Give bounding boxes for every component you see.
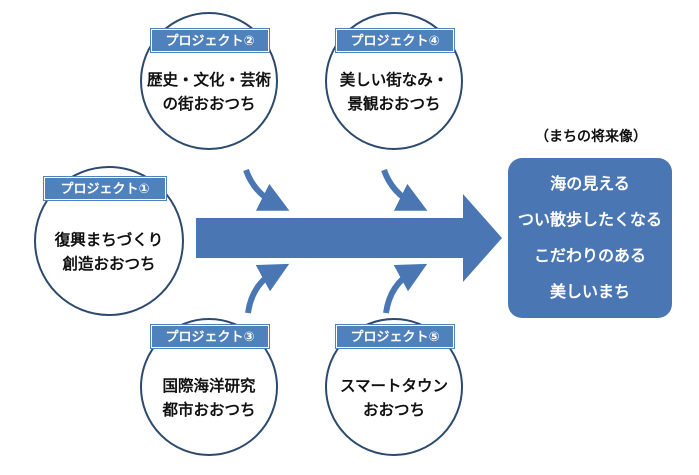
future-line-2: つい散歩したくなる <box>517 210 662 229</box>
project-1-line-2: 創造おおつち <box>62 255 156 273</box>
project-2-line-1: 歴史・文化・芸術 <box>146 71 271 89</box>
project-4-line-2: 景観おおつち <box>347 95 441 113</box>
connector-arrow-project-3 <box>245 263 290 314</box>
project-3-line-1: 国際海洋研究 <box>162 377 256 395</box>
connector-arrow-project-5 <box>383 263 428 314</box>
future-line-3: こだわりのある <box>533 246 646 265</box>
project-5-line-2: おおつち <box>362 401 425 419</box>
project-5-line-1: スマートタウン <box>339 377 449 395</box>
project-1-label: プロジェクト① <box>44 177 166 200</box>
project-3-label: プロジェクト③ <box>151 325 269 348</box>
project-1-line-1: 復興まちづくり <box>54 231 164 249</box>
project-5-text: スマートタウン おおつち <box>340 374 448 422</box>
project-3-line-2: 都市おおつち <box>162 401 256 419</box>
project-4-text: 美しい街なみ・ 景観おおつち <box>340 68 449 116</box>
future-line-4: 美しいまち <box>549 282 630 301</box>
project-3-text: 国際海洋研究 都市おおつち <box>162 374 255 422</box>
connector-arrow-project-2 <box>243 168 290 211</box>
project-2-text: 歴史・文化・芸術 の街おおつち <box>147 68 271 116</box>
future-caption: （まちの将来像） <box>535 129 647 145</box>
connector-arrow-project-4 <box>381 168 428 211</box>
project-4-label: プロジェクト④ <box>336 29 454 52</box>
future-vision-box: 海の見える つい散歩したくなる こだわりのある 美しいまち <box>508 158 672 318</box>
future-line-1: 海の見える <box>550 174 630 193</box>
project-5-label: プロジェクト⑤ <box>336 325 454 348</box>
project-2-label: プロジェクト② <box>151 29 269 52</box>
project-1-text: 復興まちづくり 創造おおつち <box>55 228 164 276</box>
project-4-line-1: 美しい街なみ・ <box>339 71 449 89</box>
project-2-line-2: の街おおつち <box>162 95 256 113</box>
main-arrow <box>196 194 502 282</box>
